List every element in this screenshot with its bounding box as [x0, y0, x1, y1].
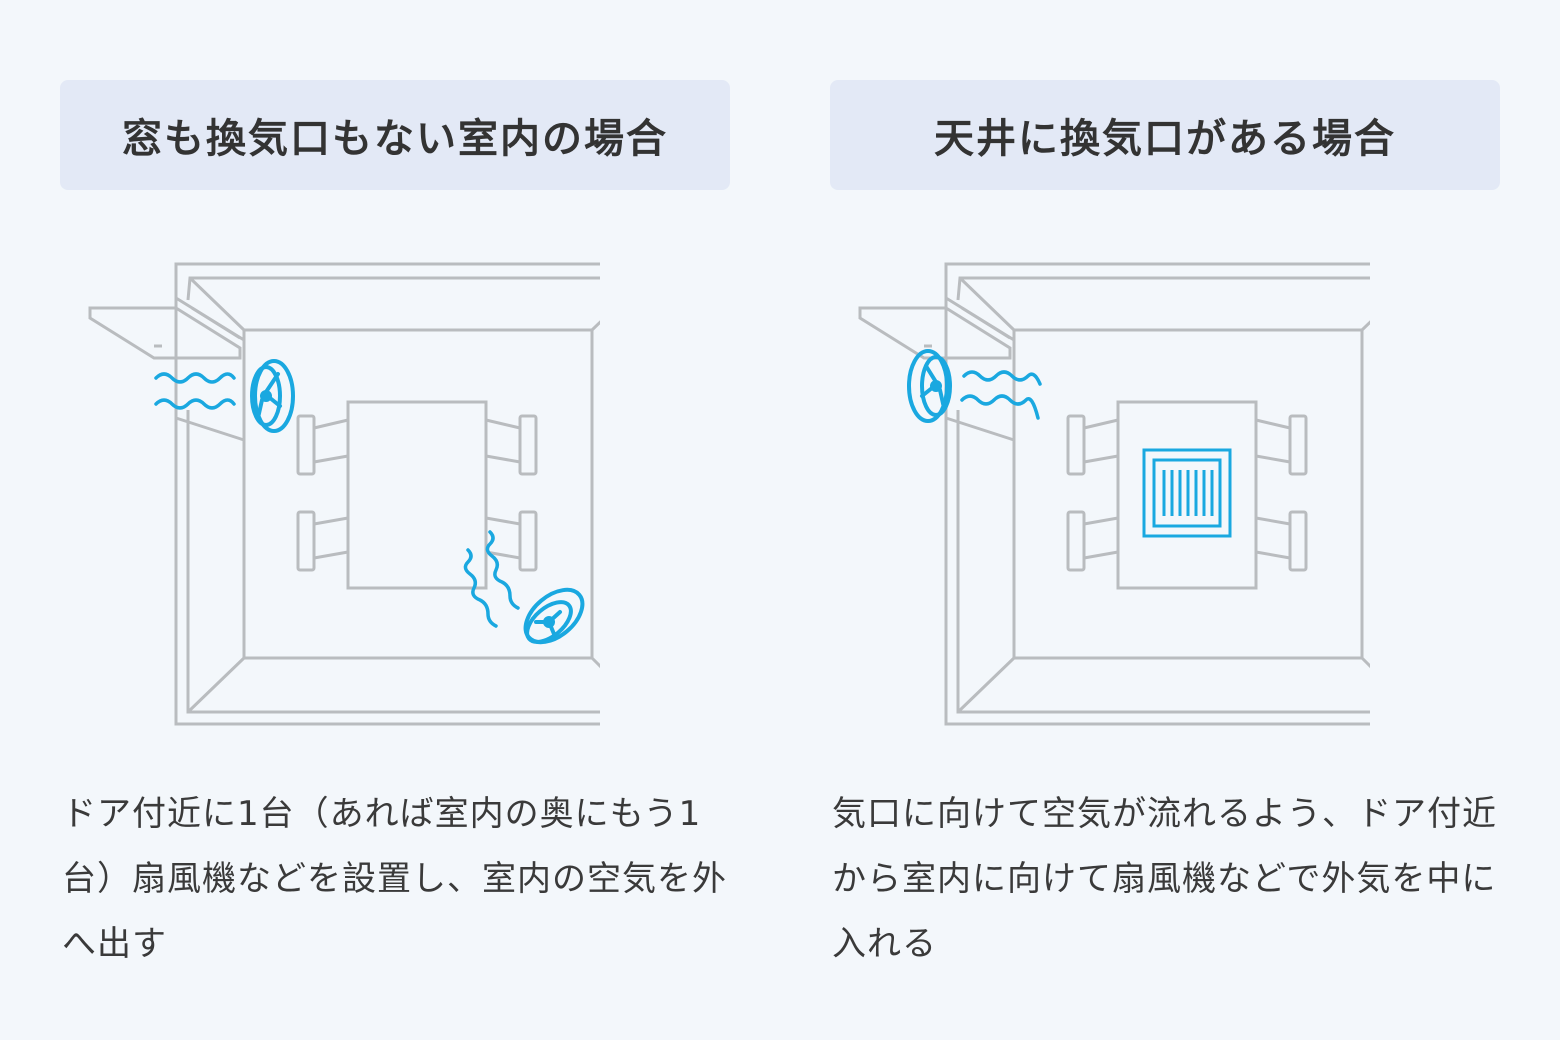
- chair-icon: [1255, 510, 1308, 572]
- fan-icon: [523, 587, 585, 645]
- panel-title-no-vent: 窓も換気口もない室内の場合: [60, 80, 730, 190]
- chair-icon: [296, 510, 349, 572]
- chair-icon: [1066, 510, 1119, 572]
- door-icon: [88, 296, 245, 442]
- caption-ceiling-vent: 気口に向けて空気が流れるよう、ドア付近から室内に向けて扇風機などで外気を中に入れ…: [832, 794, 1497, 964]
- room-inner-wall: [956, 276, 1370, 714]
- table-icon: [346, 400, 488, 590]
- caption-no-vent: ドア付近に1台（あれば室内の奥にもう1台）扇風機などを設置し、室内の空気を外へ出…: [62, 794, 727, 964]
- chair-icon: [296, 414, 349, 476]
- fan-icon: [907, 349, 952, 423]
- room-floor: [242, 328, 594, 660]
- fan-icon: [250, 359, 295, 433]
- room-outer-wall: [944, 262, 1370, 726]
- room-diagram-ceiling-vent: [858, 262, 1370, 726]
- panel-title-ceiling-vent: 天井に換気口がある場合: [830, 80, 1500, 190]
- room-floor: [1012, 328, 1364, 660]
- airflow-icon: [154, 372, 236, 410]
- ceiling-vent-icon: [1142, 448, 1232, 538]
- room-diagram-no-vent: [88, 262, 600, 726]
- door-icon: [858, 296, 1015, 442]
- chair-icon: [1066, 414, 1119, 476]
- room-outer-wall: [174, 262, 600, 726]
- chair-icon: [1255, 414, 1308, 476]
- room-inner-wall: [186, 276, 600, 714]
- table-icon: [1116, 400, 1258, 590]
- airflow-icon: [463, 530, 520, 628]
- chair-icon: [485, 510, 538, 572]
- airflow-icon: [960, 370, 1042, 420]
- chair-icon: [485, 414, 538, 476]
